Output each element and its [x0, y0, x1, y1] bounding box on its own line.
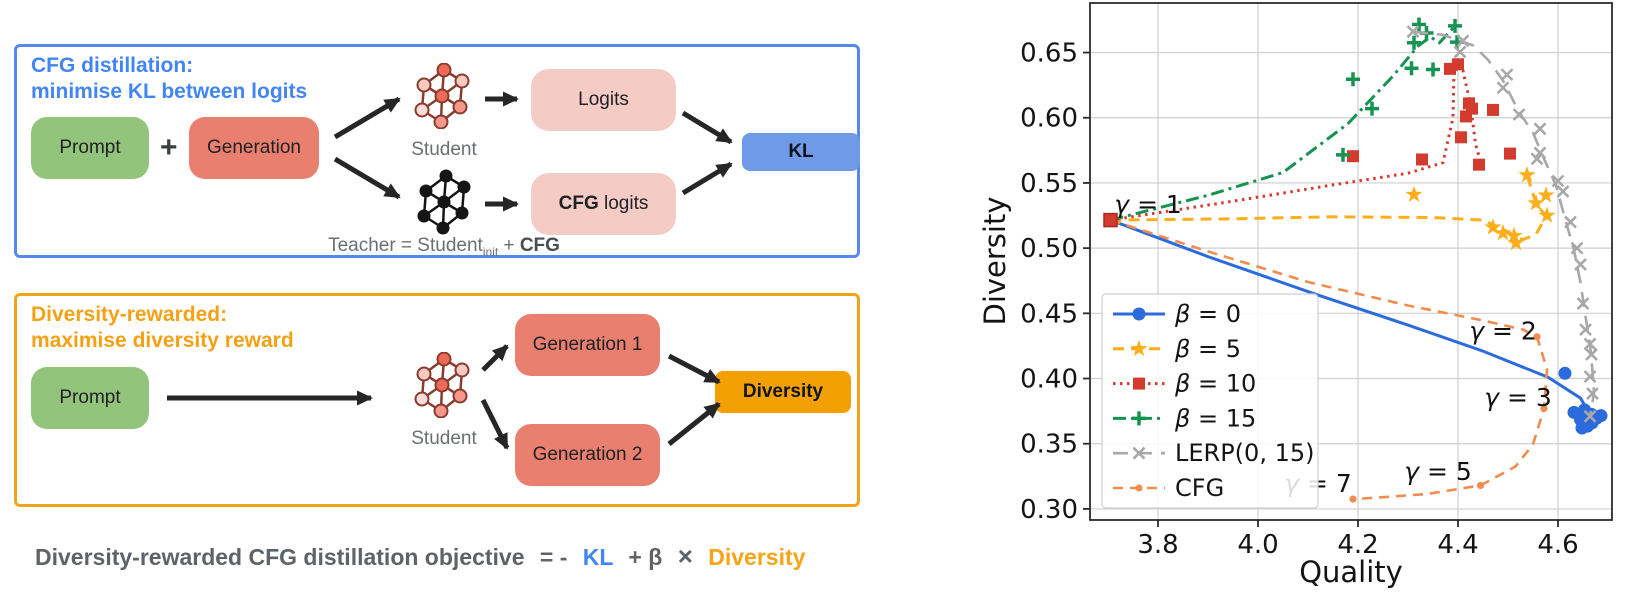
x-tick-label: 4.4 [1437, 530, 1478, 560]
y-tick-label: 0.45 [1020, 299, 1078, 329]
y-axis-label: Diversity [978, 196, 1012, 325]
x-tick-label: 4.6 [1537, 530, 1578, 560]
y-tick-label: 0.60 [1020, 104, 1078, 134]
x-tick-label: 3.8 [1137, 530, 1178, 560]
y-tick-label: 0.65 [1020, 39, 1078, 69]
cfg-panel-title-line1: CFG distillation: [31, 54, 194, 77]
x-axis-label: Quality [1299, 555, 1403, 589]
plus-sign: + [160, 131, 178, 164]
chart-svg: γ = 1γ = 2γ = 3γ = 5γ = 7β = 0β = 5β = 1… [978, 2, 1613, 589]
cfg-logits-box: CFG logits [531, 173, 676, 235]
caption-equals: = - [539, 544, 568, 570]
cfg-logits-label: CFG logits [559, 193, 649, 215]
caption-plus-beta: + β [628, 544, 663, 570]
figure-caption: Diversity-rewarded CFG distillation obje… [35, 541, 805, 572]
series-beta-15 [1110, 17, 1464, 222]
student-label-2: Student [411, 428, 477, 449]
logits-label: Logits [578, 89, 629, 110]
student-network-icon-2 [414, 352, 470, 418]
annotation-gamma-5: γ = 5 [1404, 457, 1472, 486]
annotation-gamma-2: γ = 2 [1469, 316, 1537, 345]
logits-box: Logits [531, 69, 676, 131]
teacher-label-sub: init [482, 244, 499, 259]
y-tick-label: 0.55 [1020, 169, 1078, 199]
student-label: Student [411, 139, 477, 160]
cfg-logits-rest: logits [598, 193, 649, 214]
series-beta-10 [1110, 58, 1516, 222]
diversity-label: Diversity [742, 381, 824, 402]
cfg-panel-title-line2: minimise KL between logits [31, 80, 308, 103]
kl-label: KL [788, 141, 814, 162]
kl-box: KL [742, 133, 860, 171]
annotation-gamma-1: γ = 1 [1114, 190, 1182, 219]
annotation-gamma-3: γ = 3 [1484, 383, 1552, 412]
series-beta-5 [1110, 166, 1556, 251]
y-tick-label: 0.50 [1020, 234, 1078, 264]
generation-box: Generation [189, 117, 319, 179]
diversity-panel-title: Diversity-rewarded: maximise diversity r… [31, 302, 294, 354]
y-tick-label: 0.30 [1020, 495, 1078, 525]
caption-diversity: Diversity [708, 544, 806, 570]
series-cfg [1110, 218, 1549, 503]
y-tick-label: 0.40 [1020, 365, 1078, 395]
legend-label-beta-15: β = 15 [1174, 404, 1256, 432]
teacher-label-cfg: CFG [519, 235, 560, 256]
legend-label-beta-0: β = 0 [1174, 300, 1241, 328]
prompt-box-2: Prompt [31, 367, 149, 429]
cfg-distillation-panel: CFG distillation: minimise KL between lo… [14, 44, 860, 259]
diversity-panel-title-line2: maximise diversity reward [31, 329, 294, 352]
prompt-label-2: Prompt [59, 387, 121, 408]
cfg-logits-bold: CFG [558, 193, 599, 214]
grid [1090, 3, 1612, 520]
teacher-label-plus: + [498, 235, 520, 256]
cfg-panel-title: CFG distillation: minimise KL between lo… [31, 53, 307, 105]
teacher-network-icon [417, 169, 471, 235]
caption-times: × [677, 541, 693, 571]
quality-diversity-chart: γ = 1γ = 2γ = 3γ = 5γ = 7β = 0β = 5β = 1… [935, 0, 1627, 602]
y-tick-label: 0.35 [1020, 430, 1078, 460]
teacher-label: Teacher = Studentinit + CFG [304, 235, 584, 259]
axes: 3.8 4.0 4.2 4.4 4.6 0.30 0.35 0.40 0.45 0.50 0.55 0… [978, 2, 1613, 589]
gamma-1-start-marker [1103, 212, 1118, 228]
chart-legend: β = 0 β = 5 β = 10 β = 15 LERP(0, 15) CFG [1101, 293, 1319, 509]
student-network-icon [414, 63, 470, 129]
generation-label: Generation [206, 137, 301, 158]
diversity-panel-title-line1: Diversity-rewarded: [31, 303, 228, 326]
x-tick-label: 4.2 [1337, 530, 1378, 560]
legend-label-lerp-0-15: LERP(0, 15) [1175, 439, 1314, 467]
diversity-rewarded-panel: Diversity-rewarded: maximise diversity r… [14, 293, 860, 507]
generation-1-label: Generation 1 [532, 334, 643, 355]
legend-label-cfg: CFG [1175, 474, 1224, 502]
caption-kl: KL [582, 544, 614, 570]
teacher-label-prefix: Teacher = Student [328, 235, 483, 256]
generation-1-box: Generation 1 [515, 314, 660, 376]
legend-label-beta-10: β = 10 [1174, 370, 1256, 398]
diversity-box: Diversity [715, 371, 851, 413]
generation-2-box: Generation 2 [515, 424, 660, 486]
x-tick-label: 4.0 [1237, 530, 1278, 560]
prompt-box: Prompt [31, 117, 149, 179]
prompt-label: Prompt [59, 137, 121, 158]
legend-label-beta-5: β = 5 [1174, 335, 1241, 363]
caption-lead: Diversity-rewarded CFG distillation obje… [35, 544, 525, 570]
generation-2-label: Generation 2 [532, 444, 643, 465]
series-lerp-0-15 [1406, 25, 1599, 423]
